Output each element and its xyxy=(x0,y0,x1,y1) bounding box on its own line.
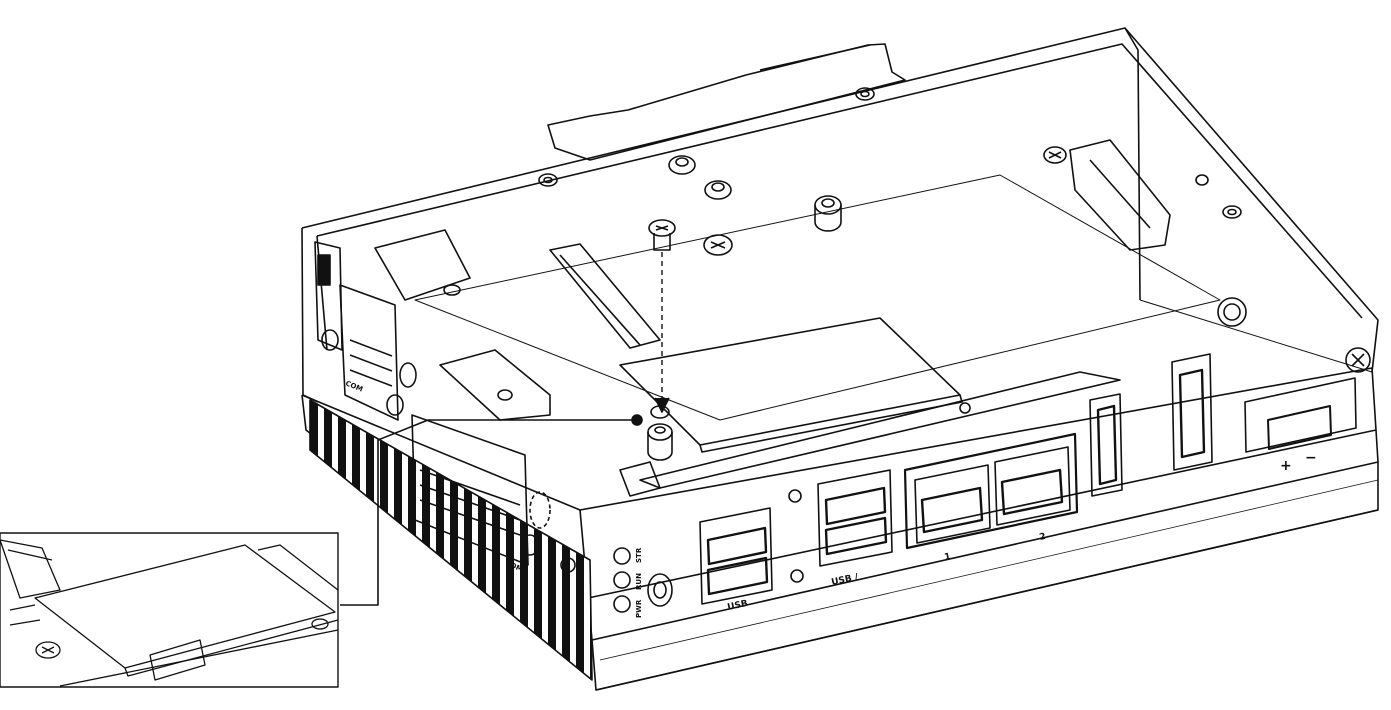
lan-port-pair xyxy=(903,432,1079,550)
card-slot xyxy=(549,243,661,349)
label-pwr: PWR xyxy=(635,599,643,618)
top-mounting-hole xyxy=(1222,205,1242,219)
label-power-plus: + xyxy=(1280,458,1292,474)
enclosure-chassis xyxy=(301,27,1379,691)
standoff xyxy=(703,234,733,256)
standoff xyxy=(704,180,732,200)
display-port-1 xyxy=(1089,393,1123,497)
display-port-2 xyxy=(1171,353,1213,471)
usb-port-stack-2 xyxy=(817,469,893,567)
install-arrow-icon xyxy=(654,397,670,413)
screw-icon xyxy=(1345,347,1371,373)
label-run: RUN xyxy=(635,573,643,590)
standoff xyxy=(668,155,696,175)
front-shield xyxy=(619,371,1121,497)
top-mounting-hole xyxy=(855,87,875,101)
screw-hole xyxy=(788,489,802,503)
mainboard xyxy=(414,174,1221,421)
power-button xyxy=(647,573,673,607)
standoff xyxy=(814,195,842,232)
label-usb-a: USB xyxy=(727,599,749,613)
screw-hole xyxy=(959,402,971,414)
label-lan-a: 1 xyxy=(944,552,952,563)
label-usb-b: USB / xyxy=(831,572,860,588)
internal-connector xyxy=(1069,139,1171,251)
usb-port-stack-1 xyxy=(699,507,773,605)
led-indicators xyxy=(613,547,631,613)
label-str: STR xyxy=(635,547,643,563)
screw-hole xyxy=(560,557,576,573)
gear-icon xyxy=(1217,297,1247,327)
label-power-minus: − xyxy=(1305,450,1317,466)
top-mounting-hole xyxy=(1195,174,1209,186)
standoff xyxy=(1043,146,1067,164)
power-terminal xyxy=(1244,377,1357,453)
screw-hole xyxy=(790,569,804,583)
bracket-plate xyxy=(439,349,551,421)
top-mounting-hole xyxy=(538,173,558,187)
side-io-panel xyxy=(314,241,551,566)
expansion-card xyxy=(619,317,963,453)
leader-line xyxy=(340,414,643,606)
detail-inset xyxy=(0,532,339,688)
heatsink-fins xyxy=(309,399,593,681)
screw-icon xyxy=(648,219,676,251)
label-com-a: COM xyxy=(344,379,364,393)
fan-connector xyxy=(374,229,471,301)
target-standoff xyxy=(647,405,673,461)
label-lan-b: 2 xyxy=(1039,532,1047,543)
